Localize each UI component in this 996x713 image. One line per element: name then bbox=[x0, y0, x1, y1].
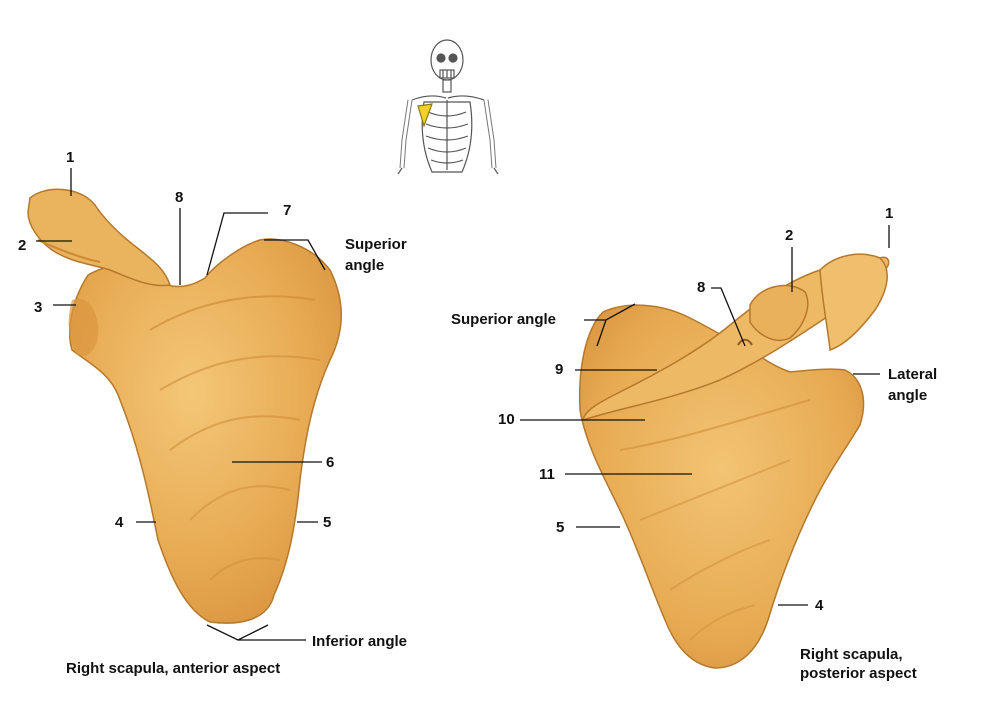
anterior-label-7: 7 bbox=[283, 202, 292, 219]
posterior-label-11: 11 bbox=[539, 466, 555, 483]
anterior-label-5: 5 bbox=[323, 514, 332, 531]
posterior-label-9: 9 bbox=[555, 361, 564, 378]
anterior-scapula-illustration bbox=[27, 188, 342, 624]
anterior-superior-angle-line2: angle bbox=[345, 257, 385, 274]
anterior-label-6: 6 bbox=[326, 454, 335, 471]
anterior-label-2: 2 bbox=[18, 237, 27, 254]
anterior-label-8: 8 bbox=[175, 189, 184, 206]
posterior-superior-angle-label: Superior angle bbox=[451, 311, 557, 328]
anterior-inferior-angle-label: Inferior angle bbox=[312, 633, 408, 650]
anterior-scapula-body bbox=[69, 238, 342, 624]
anterior-leader-lines bbox=[36, 168, 326, 641]
anterior-label-3: 3 bbox=[34, 299, 43, 316]
posterior-label-2: 2 bbox=[785, 227, 794, 244]
posterior-label-10: 10 bbox=[498, 411, 515, 428]
anterior-caption: Right scapula, anterior aspect bbox=[66, 660, 281, 677]
posterior-leader-lines bbox=[520, 225, 890, 606]
posterior-label-5: 5 bbox=[556, 519, 565, 536]
anterior-superior-angle-line1: Superior bbox=[345, 236, 407, 253]
posterior-lateral-angle-line2: angle bbox=[888, 387, 928, 404]
skeleton-locator-icon bbox=[397, 39, 499, 175]
anterior-label-1: 1 bbox=[66, 149, 75, 166]
posterior-label-1: 1 bbox=[885, 205, 894, 222]
posterior-label-4: 4 bbox=[815, 597, 824, 614]
posterior-scapula-illustration bbox=[578, 253, 890, 669]
posterior-caption-line2: posterior aspect bbox=[800, 665, 917, 682]
posterior-lateral-angle-line1: Lateral bbox=[888, 366, 938, 383]
posterior-label-8: 8 bbox=[697, 279, 706, 296]
posterior-caption: Right scapula, posterior aspect bbox=[800, 645, 917, 683]
posterior-caption-line1: Right scapula, bbox=[800, 646, 903, 663]
anterior-label-4: 4 bbox=[115, 514, 124, 531]
anterior-coracoid-process bbox=[27, 188, 171, 287]
